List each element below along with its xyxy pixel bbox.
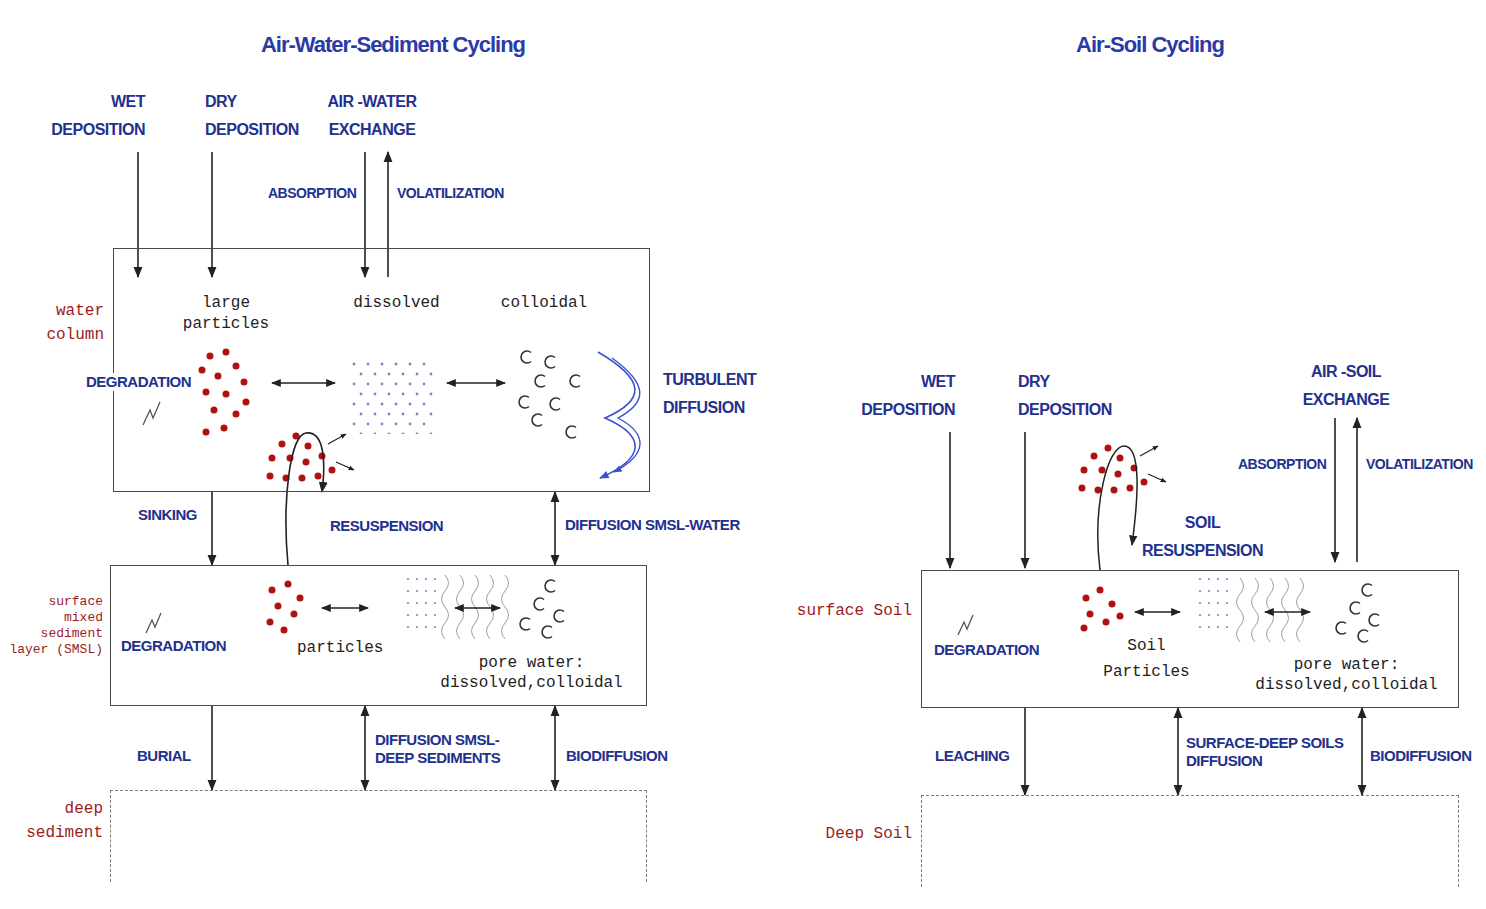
flux-label: LEACHING: [935, 747, 1009, 765]
species-label: colloidal: [489, 293, 599, 314]
process-label: DEGRADATION: [934, 641, 1039, 659]
turbulence-curve: [612, 358, 640, 472]
compartment-label: water column: [32, 299, 104, 347]
flux-label: SURFACE-DEEP SOILS DIFFUSION: [1186, 734, 1354, 770]
species-label: particles: [297, 638, 383, 659]
colloid-symbols: [1336, 584, 1379, 642]
particle-dots: [270, 584, 300, 630]
compartment-label: surface mixed sediment layer (SMSL): [7, 594, 103, 658]
wet-deposition-arrow: [949, 432, 951, 568]
panel-title: Air-Water-Sediment Cycling: [193, 30, 593, 60]
particle-arrow: [1140, 446, 1158, 456]
wet-deposition-arrow: [137, 152, 139, 277]
flux-arrow: [211, 706, 213, 790]
exchange-arrow: [447, 382, 505, 383]
flux-label: BIODIFFUSION: [566, 747, 668, 765]
process-label: DEGRADATION: [121, 637, 226, 655]
compartment-label: Deep Soil: [822, 822, 912, 846]
exchange-arrow: [1135, 611, 1180, 612]
flux-label: DIFFUSION SMSL-WATER: [565, 516, 740, 534]
flux-arrow: [1024, 708, 1026, 795]
pore-dots: [400, 575, 438, 635]
species-label: dissolved: [339, 293, 454, 314]
flux-label: DIFFUSION SMSL- DEEP SEDIMENTS: [375, 731, 515, 767]
degradation-symbol: [958, 615, 973, 635]
flux-arrow: [554, 706, 556, 790]
flux-arrow: [1177, 708, 1179, 795]
water-column-box: water columnlarge particlesdissolvedcoll…: [113, 248, 650, 492]
flux-label: BIODIFFUSION: [1370, 747, 1472, 765]
degradation-symbol: [143, 402, 160, 425]
flux-label: VOLATILIZATION: [1366, 455, 1473, 473]
particle-dots: [1084, 590, 1120, 628]
absorption-arrow: [364, 152, 366, 277]
flux-label: RESUSPENSION: [330, 517, 443, 535]
deep-sediment-box: deep sediment: [110, 790, 647, 882]
particle-dots: [202, 352, 246, 432]
flux-label: WET DEPOSITION: [43, 88, 145, 144]
volatilization-arrow: [387, 152, 389, 277]
process-label: TURBULENT DIFFUSION: [663, 366, 773, 422]
pore-water-lines: [1237, 578, 1304, 642]
flux-arrow: [364, 706, 366, 790]
pore-dots: [1195, 578, 1231, 638]
flux-arrow: [554, 492, 556, 565]
flux-label: DRY DEPOSITION: [205, 88, 307, 144]
particle-arrow: [328, 434, 346, 444]
panel-title: Air-Soil Cycling: [1000, 30, 1300, 60]
species-label: pore water: dissolved,colloidal: [1244, 655, 1449, 695]
turbulence-curve: [598, 352, 635, 478]
exchange-arrow: [272, 382, 335, 383]
colloid-symbols: [520, 580, 564, 638]
compartment-label: deep sediment: [19, 797, 103, 845]
deep-soil-box: Deep Soil: [921, 795, 1459, 887]
dry-deposition-arrow: [1024, 432, 1026, 568]
process-label: DEGRADATION: [84, 373, 193, 391]
flux-label: DRY DEPOSITION: [1018, 368, 1120, 424]
flux-label: SOIL RESUSPENSION: [1140, 509, 1265, 565]
flux-label: SINKING: [138, 506, 197, 524]
particle-arrow: [1148, 474, 1166, 482]
flux-label: AIR -SOIL EXCHANGE: [1296, 358, 1396, 414]
sediment-layer-box: surface mixed sediment layer (SMSL)DEGRA…: [110, 565, 647, 706]
surface-soil-box: surface SoilDEGRADATIONSoil Particlespor…: [921, 570, 1459, 708]
flux-label: WET DEPOSITION: [853, 368, 955, 424]
flux-label: VOLATILIZATION: [397, 184, 504, 202]
pore-water-lines: [442, 575, 509, 639]
compartment-label: surface Soil: [794, 599, 912, 623]
flux-label: ABSORPTION: [1238, 455, 1326, 473]
exchange-arrow: [1265, 611, 1310, 612]
absorption-arrow: [1334, 418, 1336, 562]
dry-deposition-arrow: [211, 152, 213, 277]
flux-label: ABSORPTION: [268, 184, 356, 202]
flux-label: AIR -WATER EXCHANGE: [316, 88, 428, 144]
flux-label: BURIAL: [137, 747, 191, 765]
species-label: large particles: [171, 293, 281, 335]
colloid-symbols: [519, 351, 580, 438]
flux-arrow: [286, 433, 324, 565]
volatilization-arrow: [1356, 418, 1358, 562]
exchange-arrow: [322, 607, 368, 608]
species-label: pore water: dissolved,colloidal: [429, 653, 634, 693]
species-label: Soil Particles: [1094, 633, 1199, 685]
dissolved-dots: [352, 358, 436, 434]
degradation-symbol: [146, 613, 161, 633]
flux-arrow: [1361, 708, 1363, 795]
flux-arrow: [211, 492, 213, 565]
exchange-arrow: [455, 607, 500, 608]
particle-arrow: [336, 462, 354, 470]
soil-resuspension-curve: [1098, 446, 1137, 570]
